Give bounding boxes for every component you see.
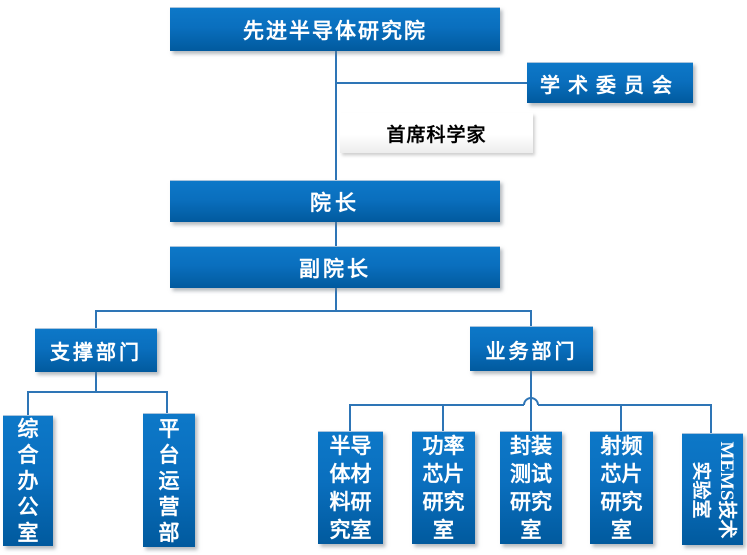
org-node-general-office-label: 综 合 办 公 室 [17,417,39,545]
org-node-academic-committee-label: 学术委员会 [540,74,680,97]
org-node-power-chip-lab: 功率 芯片 研究 室 [412,431,475,544]
connector-root-to-dean [335,51,337,180]
org-node-support-dept: 支撑部门 [35,328,157,372]
org-node-academic-committee: 学术委员会 [527,62,693,103]
connector-bus3-left [350,404,524,406]
connector-bus2-to-office [27,393,29,415]
org-node-vice-dean-label: 副院长 [299,256,371,281]
org-node-support-dept-label: 支撑部门 [50,342,142,364]
org-node-chief-scientist-label: 首席科学家 [386,124,487,146]
connector-vice-dean-to-bus1 [335,288,337,311]
connector-root-to-academic [336,82,527,84]
org-node-dean: 院长 [170,180,500,222]
org-node-institute-label: 先进半导体研究院 [243,18,427,43]
org-node-packaging-testing-lab: 封装 测试 研究 室 [500,431,562,544]
org-node-chief-scientist: 首席科学家 [340,113,533,153]
org-node-packaging-testing-lab-label: 封装 测试 研究 室 [510,434,552,542]
org-node-platform-operations: 平 台 运 营 部 [143,413,195,547]
org-node-vice-dean: 副院长 [170,246,500,288]
org-node-semiconductor-materials-lab-label: 半导 体材 料研 究室 [329,434,372,542]
org-node-platform-operations-label: 平 台 运 营 部 [158,416,180,545]
org-node-general-office: 综 合 办 公 室 [3,415,53,546]
connector-bus1-to-support [95,312,97,328]
org-node-rf-chip-lab-label: 射频 芯片 研究 室 [600,434,643,542]
org-node-dean-label: 院长 [310,190,360,215]
connector-bus3-to-semi [349,404,351,431]
connector-bus3-to-rf [620,404,622,431]
org-node-mems-lab-label: MEMS技术 实验室 [689,440,737,539]
connector-bus1 [95,310,532,312]
connector-line-jump-arc [523,397,539,405]
org-node-institute: 先进半导体研究院 [170,7,500,51]
connector-bus3-right [538,404,711,406]
org-node-business-dept: 业务部门 [470,326,593,371]
connector-bus2-to-platform [166,393,168,413]
connector-bus2 [27,391,168,393]
connector-dean-to-vice-dean [335,222,337,246]
connector-bus1-to-business [530,312,532,326]
org-node-business-dept-label: 业务部门 [485,340,578,363]
org-node-rf-chip-lab: 射频 芯片 研究 室 [590,431,653,544]
org-node-semiconductor-materials-lab: 半导 体材 料研 究室 [318,431,383,544]
connector-support-to-bus2 [95,372,97,392]
org-node-power-chip-lab-label: 功率 芯片 研究 室 [422,434,465,542]
connector-bus3-to-mems [710,404,712,433]
connector-bus3-to-power [442,404,444,431]
org-node-mems-lab: MEMS技术 实验室 [682,433,743,545]
